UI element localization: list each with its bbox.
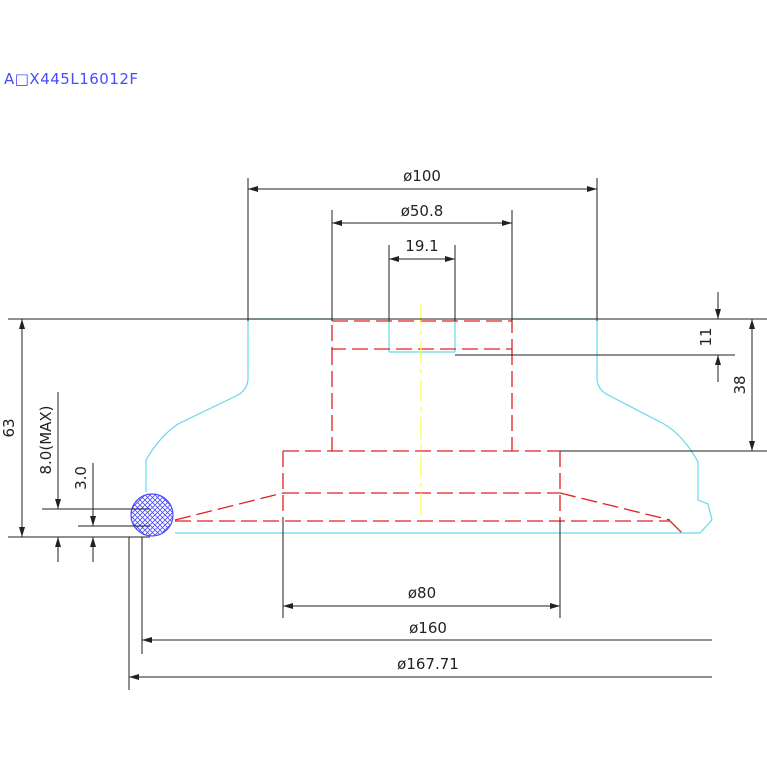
dim-d80: ø80 xyxy=(408,584,436,602)
dim-d160: ø160 xyxy=(409,619,447,637)
dim-11: 11 xyxy=(697,327,715,346)
dim-d167-71: ø167.71 xyxy=(397,655,459,673)
part-outline xyxy=(145,318,713,534)
dim-38: 38 xyxy=(731,375,749,394)
drawing-title: A□X445L16012F xyxy=(4,70,139,88)
dimension-lines xyxy=(8,178,767,690)
dim-19-1: 19.1 xyxy=(405,237,438,255)
dim-d100: ø100 xyxy=(403,167,441,185)
hidden-lines xyxy=(174,320,683,534)
dim-d50-8: ø50.8 xyxy=(401,202,444,220)
o-ring-section xyxy=(130,493,174,537)
dim-8-max: 8.0(MAX) xyxy=(37,405,55,474)
dim-63: 63 xyxy=(0,418,18,437)
dim-3-0: 3.0 xyxy=(72,466,90,490)
